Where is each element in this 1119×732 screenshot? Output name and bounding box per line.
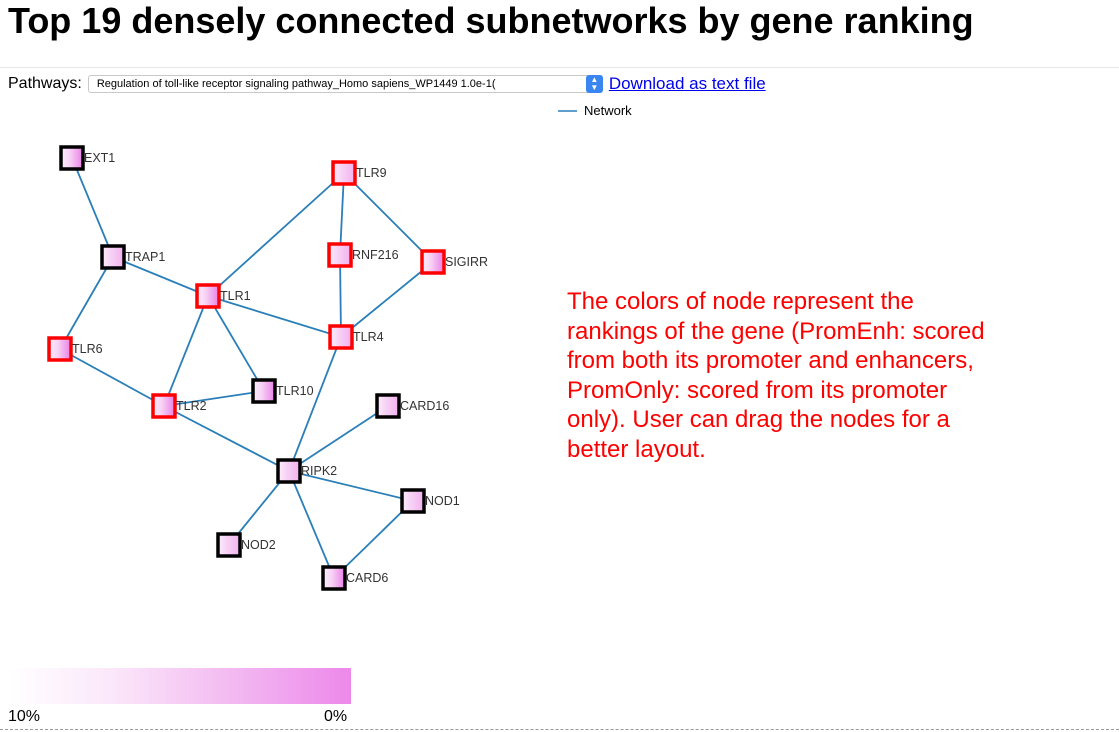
select-arrows-icon[interactable]: ▲▼ [585, 75, 603, 93]
node-card6[interactable]: CARD6 [321, 565, 388, 591]
node-label: TRAP1 [125, 250, 165, 264]
edge-ripk2-card6 [288, 470, 335, 579]
edge-tlr1-tlr10 [207, 295, 265, 392]
node-label: TLR10 [276, 384, 314, 398]
edge-tlr1-tlr4 [207, 295, 342, 338]
node-label: RIPK2 [301, 464, 337, 478]
network-legend: Network [558, 103, 632, 118]
scale-high-label: 0% [324, 708, 348, 725]
node-tlr10[interactable]: TLR10 [251, 378, 314, 404]
node-box[interactable] [251, 378, 277, 404]
edge-sigirr-tlr4 [340, 261, 434, 338]
node-box[interactable] [276, 458, 302, 484]
pathways-label: Pathways: [8, 75, 82, 92]
node-box[interactable] [47, 336, 73, 362]
edge-trap1-tlr6 [59, 256, 114, 350]
node-box[interactable] [216, 532, 242, 558]
node-label: SIGIRR [445, 255, 488, 269]
color-scale-bar [10, 668, 351, 704]
title-divider [0, 67, 1119, 68]
node-label: TLR2 [176, 399, 207, 413]
node-box[interactable] [331, 160, 357, 186]
node-box[interactable] [400, 488, 426, 514]
node-tlr2[interactable]: TLR2 [151, 393, 207, 419]
node-label: CARD6 [346, 571, 388, 585]
node-box[interactable] [328, 324, 354, 350]
edge-rnf216-tlr4 [339, 254, 342, 338]
node-rnf216[interactable]: RNF216 [327, 242, 399, 268]
edge-tlr1-tlr2 [163, 295, 209, 407]
node-label: EXT1 [84, 151, 115, 165]
node-box[interactable] [321, 565, 347, 591]
node-label: NOD1 [425, 494, 460, 508]
node-ext1[interactable]: EXT1 [59, 145, 115, 171]
legend-network-label: Network [584, 103, 632, 118]
edge-tlr4-ripk2 [288, 336, 342, 472]
node-tlr4[interactable]: TLR4 [328, 324, 384, 350]
node-box[interactable] [151, 393, 177, 419]
node-label: TLR4 [353, 330, 384, 344]
bottom-divider [0, 729, 1119, 730]
edge-ext1-trap1 [71, 157, 114, 258]
pathway-controls: Pathways: Regulation of toll-like recept… [8, 72, 766, 96]
edge-ripk2-card16 [288, 405, 389, 472]
edge-tlr9-rnf216 [339, 172, 345, 256]
node-nod1[interactable]: NOD1 [400, 488, 460, 514]
node-trap1[interactable]: TRAP1 [100, 244, 165, 270]
node-box[interactable] [59, 145, 85, 171]
edge-trap1-tlr1 [112, 256, 209, 297]
node-box[interactable] [420, 249, 446, 275]
download-text-link[interactable]: Download as text file [608, 74, 766, 93]
edge-tlr1-tlr9 [207, 172, 345, 297]
node-tlr6[interactable]: TLR6 [47, 336, 103, 362]
edge-tlr6-tlr2 [59, 348, 165, 407]
node-box[interactable] [195, 283, 221, 309]
edge-tlr2-tlr10 [163, 390, 265, 407]
node-label: RNF216 [352, 248, 399, 262]
node-label: TLR1 [220, 289, 251, 303]
edge-tlr2-ripk2 [163, 405, 290, 472]
node-nod2[interactable]: NOD2 [216, 532, 276, 558]
edge-tlr9-sigirr [343, 172, 434, 263]
node-label: TLR6 [72, 342, 103, 356]
node-box[interactable] [100, 244, 126, 270]
node-box[interactable] [375, 393, 401, 419]
page-title: Top 19 densely connected subnetworks by … [8, 0, 974, 41]
node-tlr1[interactable]: TLR1 [195, 283, 251, 309]
network-edges [59, 157, 434, 579]
pathway-select[interactable]: Regulation of toll-like receptor signali… [87, 75, 603, 93]
node-ripk2[interactable]: RIPK2 [276, 458, 337, 484]
node-label: NOD2 [241, 538, 276, 552]
node-box[interactable] [327, 242, 353, 268]
edge-card6-nod1 [333, 500, 414, 579]
pathway-select-value: Regulation of toll-like receptor signali… [96, 78, 496, 90]
node-sigirr[interactable]: SIGIRR [420, 249, 488, 275]
node-card16[interactable]: CARD16 [375, 393, 449, 419]
annotation-text: The colors of node represent the ranking… [567, 288, 985, 463]
node-tlr9[interactable]: TLR9 [331, 160, 387, 186]
scale-low-label: 10% [8, 708, 41, 725]
node-label: TLR9 [356, 166, 387, 180]
node-label: CARD16 [400, 399, 449, 413]
edge-ripk2-nod1 [288, 470, 414, 502]
